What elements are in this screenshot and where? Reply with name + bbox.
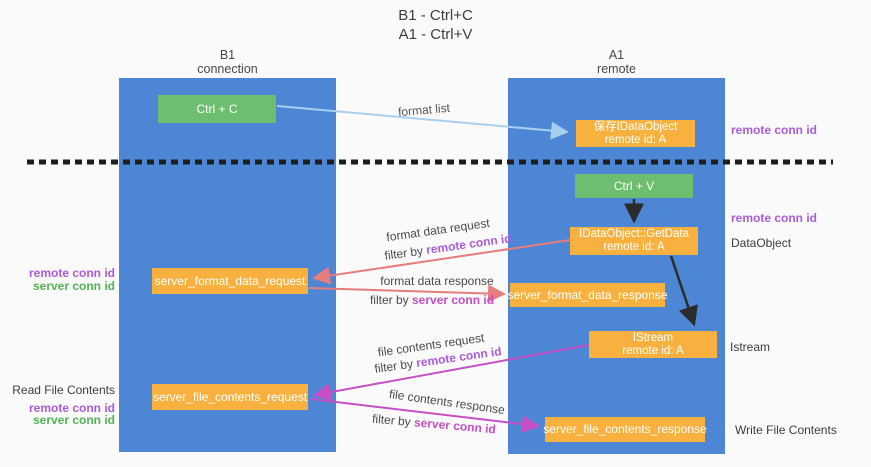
file-remote-conn-id-annotation: remote conn id	[28, 401, 115, 415]
title-line-2: A1 - Ctrl+V	[398, 26, 473, 43]
istream-box: IStream remote id: A	[589, 331, 717, 358]
lane-header-b1: B1 connection	[119, 48, 336, 76]
save-idataobject-line1: 保存IDataObject	[593, 120, 678, 133]
write-file-contents-annotation: Write File Contents	[735, 423, 837, 437]
lane-a1-name: A1	[608, 48, 625, 62]
filter-value-server-conn-id: server conn id	[413, 415, 497, 437]
save-idataobject-box: 保存IDataObject remote id: A	[576, 120, 695, 147]
server-format-data-response-box: server_format_data_response	[507, 283, 668, 307]
ctrl-v-label: Ctrl + V	[613, 179, 655, 193]
lane-a1-subtitle: remote	[597, 62, 636, 76]
read-file-contents-annotation: Read File Contents	[12, 383, 115, 397]
filter-prefix: filter by	[383, 243, 424, 263]
remote-conn-id-annotation-top: remote conn id	[731, 123, 818, 137]
file-server-conn-id-annotation: server conn id	[32, 413, 115, 427]
remote-conn-id-annotation-mid: remote conn id	[731, 211, 818, 225]
lane-header-a1: A1 remote	[508, 48, 725, 76]
format-list-label: format list	[397, 100, 451, 120]
file-contents-response-filter-label: filter by server conn id	[372, 412, 497, 437]
filter-value-server-conn-id: server conn id	[412, 293, 495, 307]
ctrl-v-box: Ctrl + V	[575, 174, 693, 198]
ctrl-c-label: Ctrl + C	[196, 102, 238, 116]
server-format-data-request-label: server_format_data_request	[154, 273, 306, 288]
filter-prefix: filter by	[369, 293, 409, 307]
file-contents-response-label: file contents response	[388, 386, 506, 418]
idataobject-getdata-box: IDataObject::GetData remote id: A	[570, 227, 698, 255]
server-format-data-response-label: server_format_data_response	[507, 287, 668, 302]
format-data-response-filter-label: filter by server conn id	[370, 293, 494, 307]
save-idataobject-line2: remote id: A	[604, 133, 667, 146]
server-file-contents-request-box: server_file_contents_request	[152, 384, 308, 410]
format-remote-conn-id-annotation: remote conn id	[28, 266, 115, 280]
filter-prefix: filter by	[373, 356, 414, 376]
idataobject-getdata-line1: IDataObject::GetData	[579, 228, 689, 240]
server-file-contents-response-box: server_file_contents_response	[543, 417, 707, 442]
server-file-contents-request-label: server_file_contents_request	[152, 389, 308, 404]
ctrl-c-box: Ctrl + C	[158, 95, 276, 123]
lane-b1-subtitle: connection	[197, 62, 258, 76]
istream-line1: IStream	[632, 331, 674, 344]
server-format-data-request-box: server_format_data_request	[152, 268, 308, 294]
filter-prefix: filter by	[371, 411, 412, 429]
istream-line2: remote id: A	[622, 344, 684, 357]
title-line-1: B1 - Ctrl+C	[398, 7, 473, 24]
diagram-title: B1 - Ctrl+C A1 - Ctrl+V	[0, 6, 871, 44]
istream-annotation: Istream	[730, 340, 771, 354]
format-data-response-label: format data response	[380, 274, 494, 288]
lane-b1-name: B1	[219, 48, 236, 62]
dataobject-annotation: DataObject	[731, 236, 792, 250]
server-file-contents-response-label: server_file_contents_response	[543, 422, 707, 436]
idataobject-getdata-line2: remote id: A	[603, 241, 665, 253]
format-server-conn-id-annotation: server conn id	[32, 279, 115, 293]
